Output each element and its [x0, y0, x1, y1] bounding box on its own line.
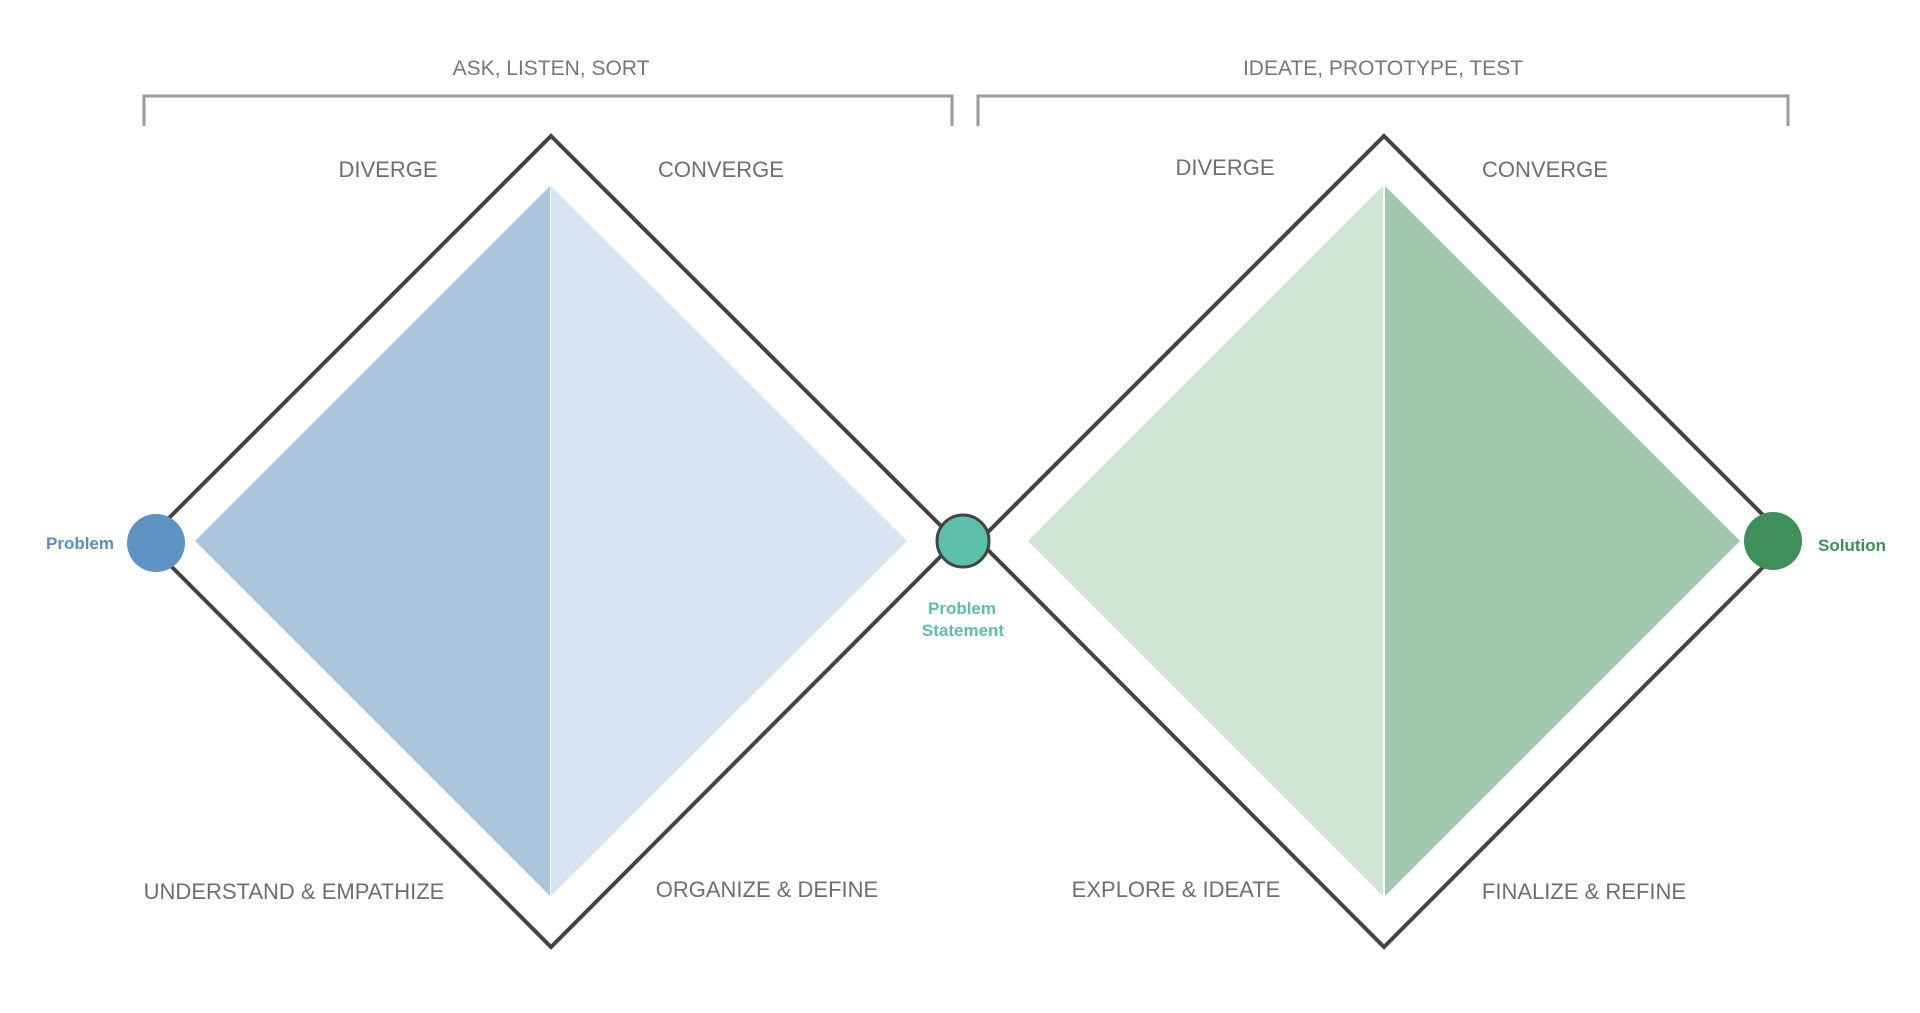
bracket-left-label: ASK, LISTEN, SORT: [453, 57, 650, 80]
solution-node: [1744, 512, 1802, 570]
problem-statement-label-line2: Statement: [922, 621, 1005, 640]
problem-label: Problem: [46, 534, 114, 553]
left-converge-label: CONVERGE: [658, 157, 784, 182]
left-converge-fill: [551, 186, 907, 896]
right-bottom-right-label: FINALIZE & REFINE: [1482, 879, 1686, 904]
bracket-right: [976, 94, 1790, 126]
problem-statement-label-line1: Problem: [928, 599, 996, 618]
problem-statement-node: [935, 513, 991, 569]
bracket-right-label: IDEATE, PROTOTYPE, TEST: [1243, 57, 1523, 80]
right-diverge-fill: [1028, 186, 1383, 896]
right-diamond-outline: [976, 133, 1792, 950]
problem-node: [127, 514, 185, 572]
right-diverge-label: DIVERGE: [1175, 155, 1274, 180]
left-bottom-left-label: UNDERSTAND & EMPATHIZE: [144, 879, 445, 904]
right-bottom-left-label: EXPLORE & IDEATE: [1072, 877, 1281, 902]
right-converge-label: CONVERGE: [1482, 157, 1608, 182]
bracket-left: [142, 94, 954, 126]
left-diamond-outline: [143, 133, 959, 950]
left-diverge-label: DIVERGE: [338, 157, 437, 182]
left-bottom-right-label: ORGANIZE & DEFINE: [656, 877, 878, 902]
right-converge-fill: [1385, 186, 1740, 896]
solution-label: Solution: [1818, 536, 1886, 555]
left-diverge-fill: [195, 186, 550, 896]
